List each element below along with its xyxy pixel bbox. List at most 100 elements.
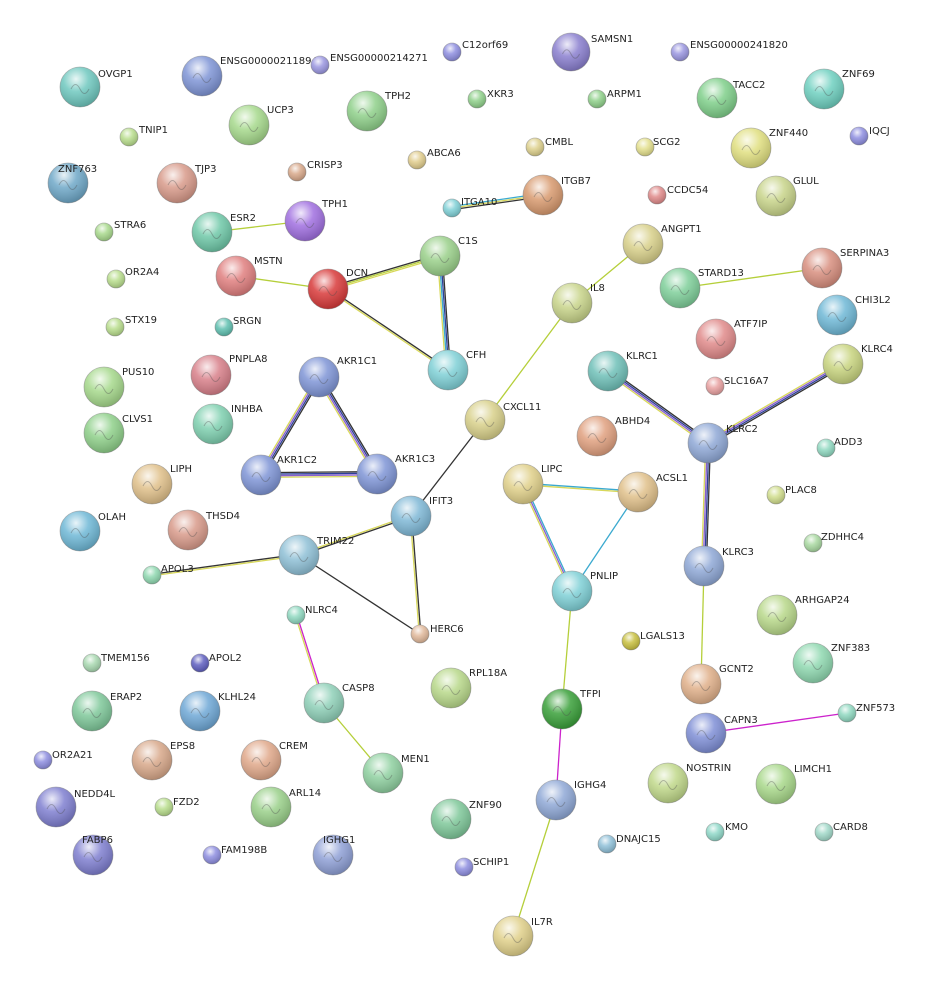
node-KLHL24[interactable]: KLHL24: [179, 690, 256, 732]
node-LGALS13[interactable]: LGALS13: [621, 631, 685, 651]
node-DCN[interactable]: DCN: [307, 268, 368, 310]
node-IL8[interactable]: IL8: [551, 282, 605, 324]
node-OLAH[interactable]: OLAH: [59, 510, 126, 552]
node-TPH1[interactable]: TPH1: [284, 199, 348, 242]
node-CXCL11[interactable]: CXCL11: [464, 399, 541, 441]
node-INHBA[interactable]: INHBA: [192, 403, 263, 445]
node-RPL18A[interactable]: RPL18A: [430, 667, 507, 709]
node-ESR2[interactable]: ESR2: [191, 211, 256, 253]
node-NLRC4[interactable]: NLRC4: [286, 605, 338, 625]
node-ZNF763[interactable]: ZNF763: [47, 162, 97, 204]
node-ZNF69[interactable]: ZNF69: [803, 68, 875, 110]
node-AKR1C3[interactable]: AKR1C3: [356, 453, 435, 495]
node-STARD13[interactable]: STARD13: [659, 267, 744, 309]
node-CCDC54[interactable]: CCDC54: [647, 185, 708, 205]
node-PUS10[interactable]: PUS10: [83, 366, 154, 408]
node-KLRC4[interactable]: KLRC4: [822, 343, 893, 385]
node-GLUL[interactable]: GLUL: [755, 175, 819, 217]
node-SERPINA3[interactable]: SERPINA3: [801, 247, 889, 289]
node-ZNF440[interactable]: ZNF440: [730, 127, 808, 169]
node-MEN1[interactable]: MEN1: [362, 752, 430, 794]
node-APOL3[interactable]: APOL3: [142, 564, 194, 585]
node-OVGP1[interactable]: OVGP1: [59, 66, 133, 108]
node-TPH2[interactable]: TPH2: [346, 90, 411, 132]
node-ANGPT1[interactable]: ANGPT1: [622, 223, 702, 265]
node-ZDHHC4[interactable]: ZDHHC4: [803, 532, 864, 553]
node-C1S[interactable]: C1S: [419, 235, 478, 277]
node-ITGA10[interactable]: ITGA10: [442, 197, 497, 218]
node-IGHG1[interactable]: IGHG1: [312, 834, 355, 876]
node-HERC6[interactable]: HERC6: [410, 624, 464, 644]
node-FAM198B[interactable]: FAM198B: [202, 845, 267, 865]
node-CAPN3[interactable]: CAPN3: [685, 712, 758, 754]
node-SLC16A7[interactable]: SLC16A7: [705, 376, 769, 396]
node-LIPC[interactable]: LIPC: [502, 463, 563, 505]
node-ABCA6[interactable]: ABCA6: [407, 148, 461, 170]
node-AKR1C2[interactable]: AKR1C2: [240, 454, 317, 496]
node-CREM[interactable]: CREM: [240, 739, 308, 781]
node-KLRC3[interactable]: KLRC3: [683, 545, 754, 587]
node-PNPLA8[interactable]: PNPLA8: [190, 354, 268, 396]
node-LIPH[interactable]: LIPH: [131, 463, 192, 505]
node-IFIT3[interactable]: IFIT3: [390, 495, 453, 537]
node-TMEM156[interactable]: TMEM156: [82, 653, 150, 673]
node-KLRC2[interactable]: KLRC2: [687, 422, 758, 464]
node-ATF7IP[interactable]: ATF7IP: [695, 318, 767, 360]
node-CHI3L2[interactable]: CHI3L2: [816, 294, 891, 336]
node-CASP8[interactable]: CASP8: [303, 682, 375, 724]
node-CFH[interactable]: CFH: [427, 349, 486, 391]
node-TFPI[interactable]: TFPI: [541, 688, 601, 730]
node-KLRC1[interactable]: KLRC1: [587, 350, 658, 392]
node-STRA6[interactable]: STRA6: [94, 220, 146, 242]
node-ENSG00000241820[interactable]: ENSG00000241820: [670, 40, 788, 62]
node-AKR1C1[interactable]: AKR1C1: [298, 356, 377, 398]
node-SAMSN1[interactable]: SAMSN1: [551, 32, 633, 72]
node-TJP3[interactable]: TJP3: [156, 162, 216, 204]
node-DNAJC15[interactable]: DNAJC15: [597, 834, 661, 854]
node-ENSG00000211894[interactable]: ENSG00000211894: [181, 55, 318, 97]
node-UCP3[interactable]: UCP3: [228, 104, 294, 146]
node-SRGN[interactable]: SRGN: [214, 316, 262, 337]
node-LIMCH1[interactable]: LIMCH1: [755, 763, 832, 805]
node-TNIP1[interactable]: TNIP1: [119, 125, 168, 147]
node-C12orf69[interactable]: C12orf69: [442, 40, 508, 62]
node-CLVS1[interactable]: CLVS1: [83, 412, 153, 454]
node-ZNF90[interactable]: ZNF90: [430, 798, 502, 840]
node-APOL2[interactable]: APOL2: [190, 653, 242, 673]
node-ADD3[interactable]: ADD3: [816, 437, 863, 458]
node-TACC2[interactable]: TACC2: [696, 77, 765, 119]
node-FABP6[interactable]: FABP6: [72, 834, 114, 876]
node-SCHIP1[interactable]: SCHIP1: [454, 857, 509, 877]
node-ITGB7[interactable]: ITGB7: [522, 174, 591, 216]
node-ERAP2[interactable]: ERAP2: [71, 690, 142, 732]
node-ENSG00000214271[interactable]: ENSG00000214271: [310, 53, 428, 75]
node-OR2A4[interactable]: OR2A4: [106, 267, 159, 289]
node-SCG2[interactable]: SCG2: [635, 137, 680, 157]
node-ARPM1[interactable]: ARPM1: [587, 89, 642, 109]
node-ACSL1[interactable]: ACSL1: [617, 471, 688, 513]
node-THSD4[interactable]: THSD4: [167, 509, 240, 551]
node-EPS8[interactable]: EPS8: [131, 739, 195, 781]
node-FZD2[interactable]: FZD2: [154, 797, 200, 817]
node-IGHG4[interactable]: IGHG4: [535, 779, 606, 821]
node-CMBL[interactable]: CMBL: [525, 137, 573, 157]
node-ARL14[interactable]: ARL14: [250, 786, 321, 828]
node-XKR3[interactable]: XKR3: [467, 89, 514, 109]
node-KMO[interactable]: KMO: [705, 822, 748, 842]
node-CRISP3[interactable]: CRISP3: [287, 160, 343, 182]
node-GCNT2[interactable]: GCNT2: [680, 663, 754, 705]
node-IL7R[interactable]: IL7R: [492, 915, 553, 957]
node-PNLIP[interactable]: PNLIP: [551, 570, 618, 612]
node-NEDD4L[interactable]: NEDD4L: [35, 786, 116, 828]
node-TRIM22[interactable]: TRIM22: [278, 534, 354, 576]
node-IQCJ[interactable]: IQCJ: [849, 126, 890, 146]
node-STX19[interactable]: STX19: [105, 315, 157, 337]
node-ZNF573[interactable]: ZNF573: [837, 703, 895, 723]
node-ZNF383[interactable]: ZNF383: [792, 642, 870, 684]
node-NOSTRIN[interactable]: NOSTRIN: [647, 762, 731, 804]
node-ARHGAP24[interactable]: ARHGAP24: [756, 594, 850, 636]
node-CARD8[interactable]: CARD8: [814, 822, 868, 842]
node-ABHD4[interactable]: ABHD4: [576, 415, 650, 457]
node-OR2A21[interactable]: OR2A21: [33, 750, 93, 770]
node-PLAC8[interactable]: PLAC8: [766, 485, 817, 505]
